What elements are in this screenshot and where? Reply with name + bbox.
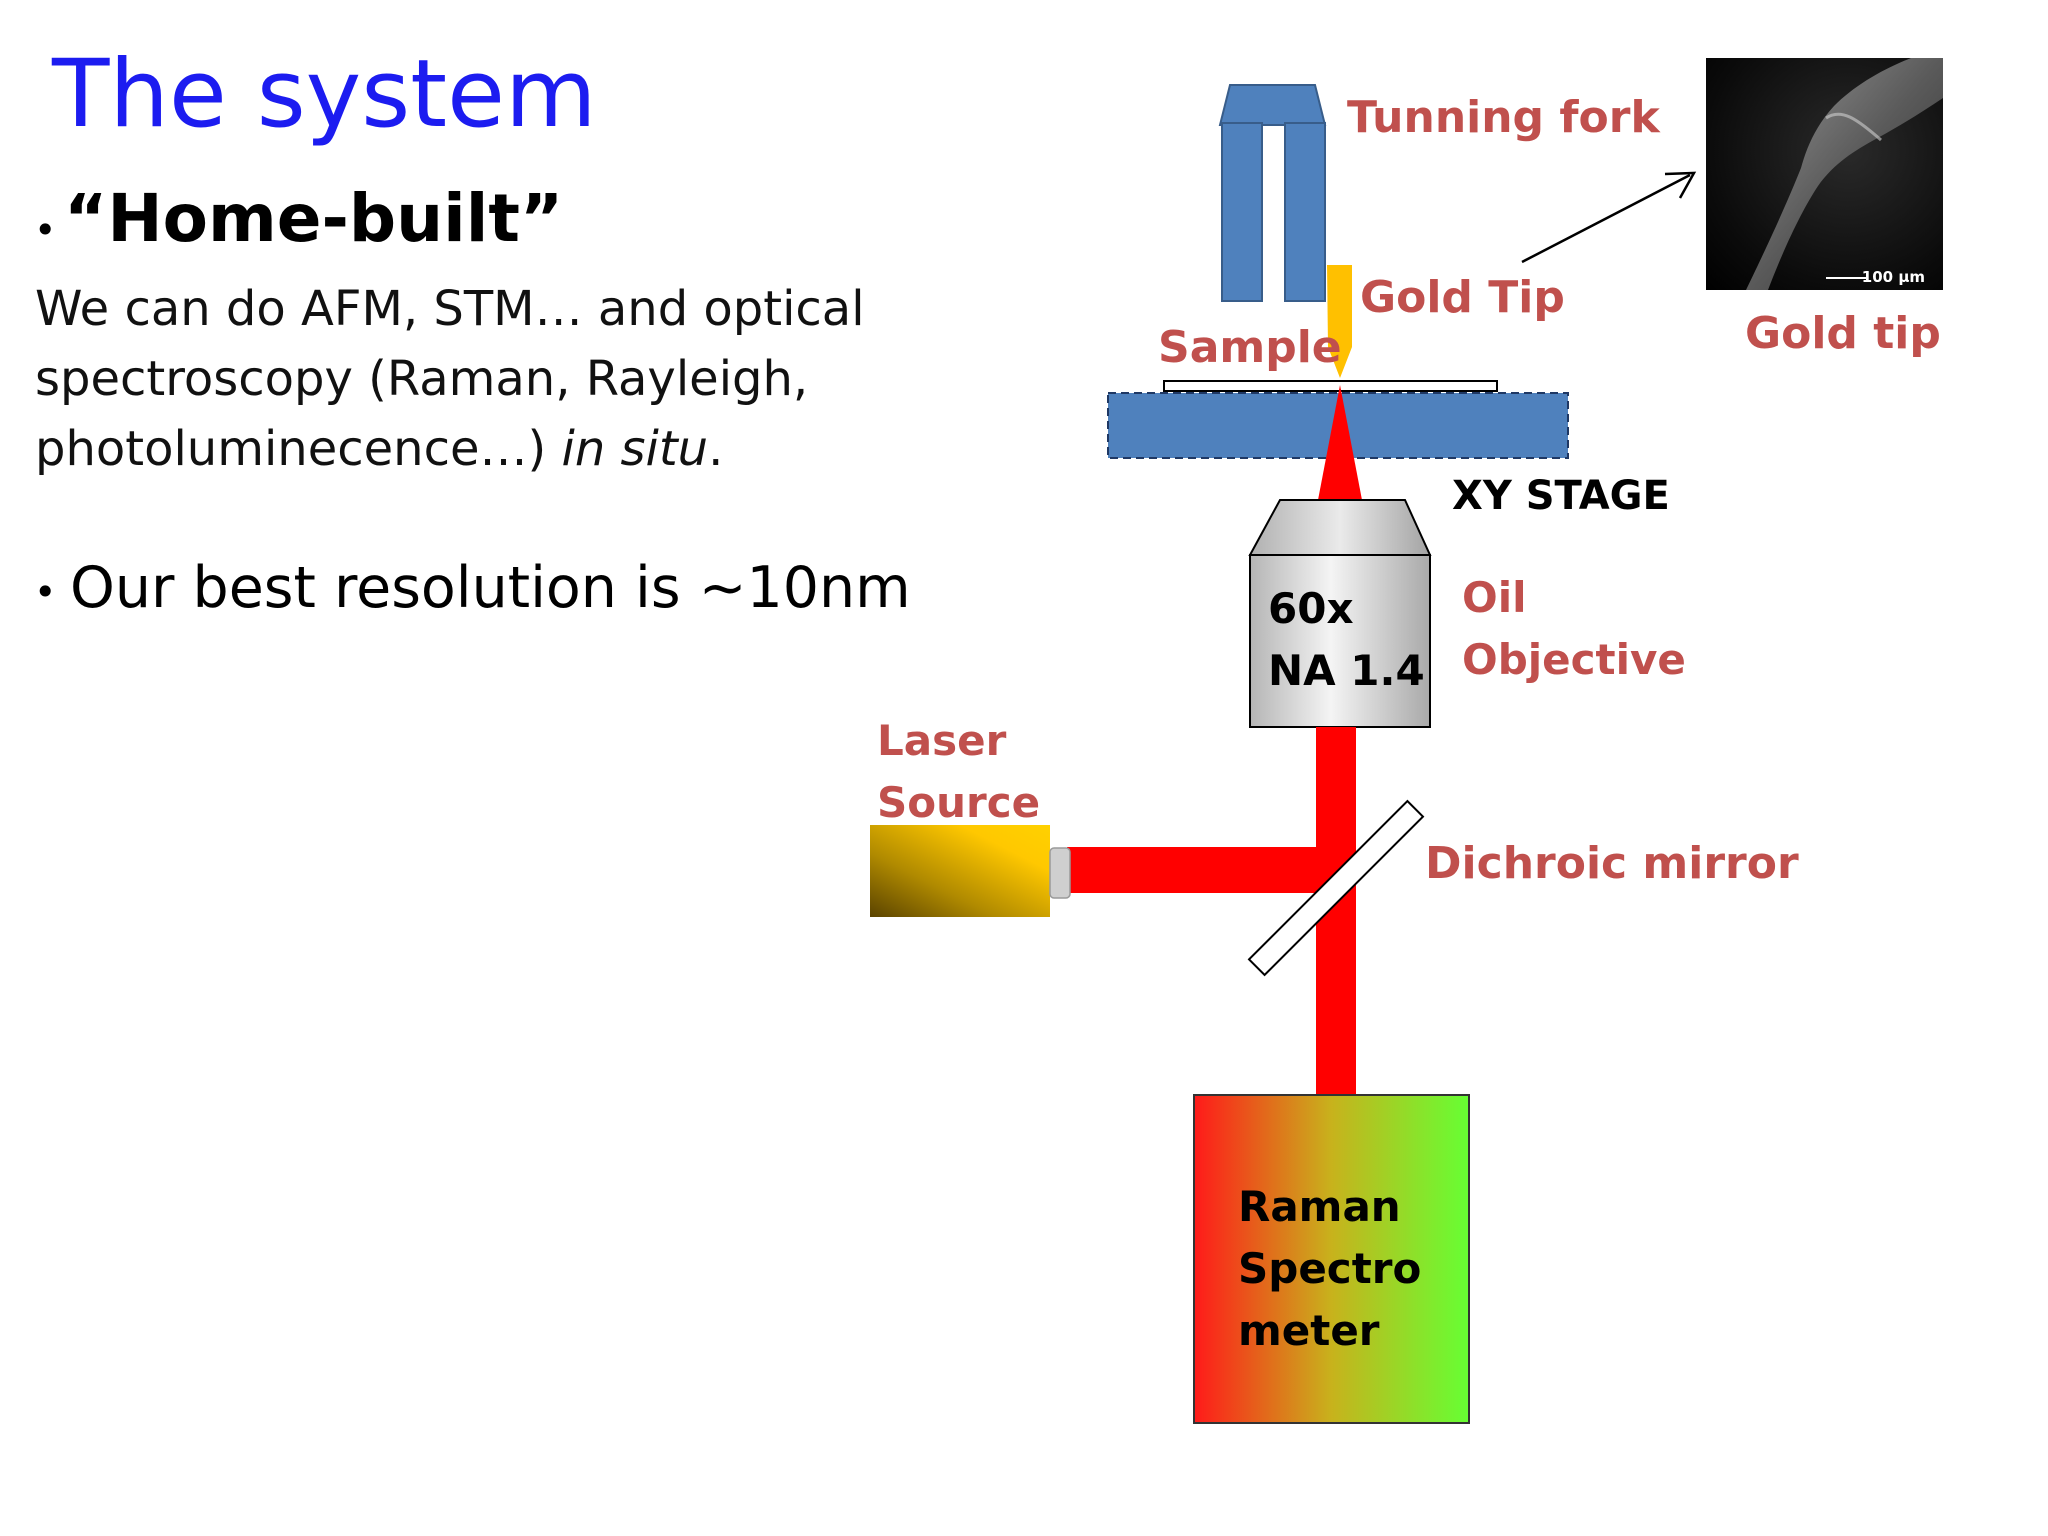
raman-line-1: Raman (1238, 1182, 1401, 1231)
dichroic-mirror (1247, 799, 1425, 977)
in-situ-italic: in situ (561, 421, 709, 477)
xy-stage-label: XY STAGE (1452, 473, 1670, 519)
resolution-bullet: Our best resolution is ~10nm (70, 555, 911, 621)
tuning-fork (1218, 84, 1327, 302)
sample-label: Sample (1158, 322, 1342, 373)
tip-photo-arrow (1521, 171, 1697, 264)
raman-spectrometer (1193, 1094, 1470, 1424)
vertical-beam-lower (1316, 893, 1356, 1095)
focus-cone (1318, 385, 1362, 500)
tuning-fork-label: Tunning fork (1347, 92, 1660, 143)
raman-line-3: meter (1238, 1306, 1380, 1355)
horizontal-beam (1067, 847, 1356, 893)
laser-source-line-1: Laser (877, 716, 1007, 765)
laser-source-line-2: Source (877, 778, 1041, 827)
oil-objective-line-2: Objective (1462, 635, 1686, 684)
raman-spectrometer-label: Raman Spectro meter (1238, 1176, 1421, 1362)
gold-tip-photo-label: Gold tip (1745, 308, 1941, 359)
paragraph-line-1: We can do AFM, STM… and optical (35, 281, 865, 337)
gold-tip-label: Gold Tip (1360, 272, 1565, 323)
raman-line-2: Spectro (1238, 1244, 1422, 1293)
home-built-heading: “Home-built” (64, 180, 564, 257)
dichroic-mirror-label: Dichroic mirror (1425, 838, 1799, 889)
paragraph-line-3: photoluminecence…) in situ. (35, 414, 895, 484)
paragraph-line-2: spectroscopy (Raman, Rayleigh, (35, 351, 809, 407)
bullet-marker: • (34, 570, 57, 614)
objective-lens (1248, 499, 1432, 728)
scale-bar-label: 100 µm (1861, 268, 1925, 286)
objective-spec-label: 60x NA 1.4 (1268, 578, 1425, 702)
capabilities-paragraph: We can do AFM, STM… and optical spectros… (35, 274, 895, 484)
objective-magnification: 60x (1268, 584, 1354, 633)
laser-source-label: Laser Source (877, 710, 1040, 834)
oil-objective-label: Oil Objective (1462, 567, 1686, 691)
oil-objective-line-1: Oil (1462, 573, 1527, 622)
bullet-marker: • (34, 208, 57, 252)
objective-numerical-aperture: NA 1.4 (1268, 646, 1425, 695)
gold-tip (1327, 265, 1352, 378)
paragraph-line-3-prefix: photoluminecence…) (35, 421, 562, 477)
sem-tip-graphic (1746, 58, 1943, 290)
gold-tip-sem-image: 100 µm (1706, 58, 1943, 290)
slide-title: The system (52, 40, 597, 149)
sample-slide (1163, 380, 1498, 392)
paragraph-line-3-suffix: . (708, 421, 724, 477)
laser-source (870, 825, 1071, 917)
